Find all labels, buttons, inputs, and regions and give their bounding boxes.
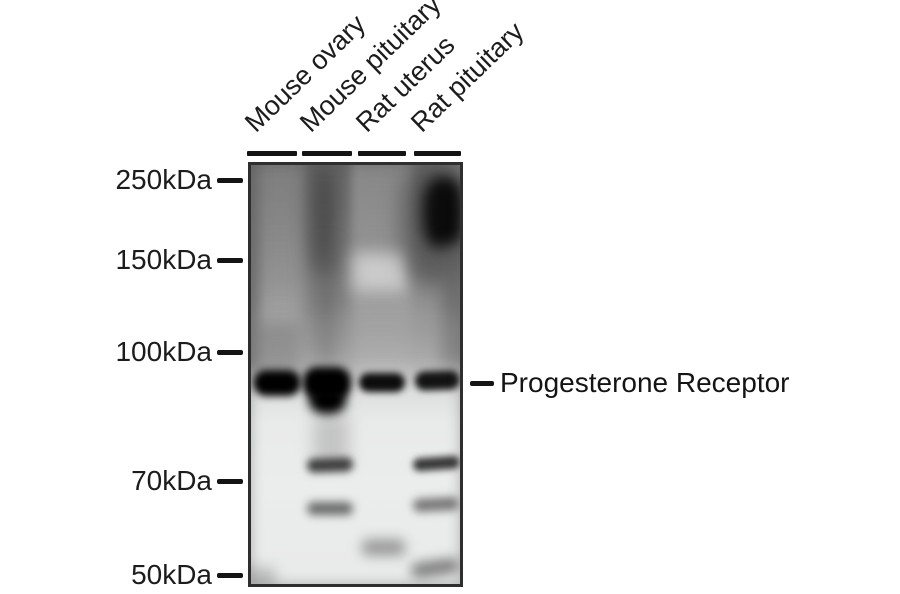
band-lane3-main — [359, 373, 405, 392]
mw-tick-100kda — [217, 350, 243, 355]
smear-lane1 — [251, 165, 303, 382]
smear-lane1-above-band — [251, 323, 301, 375]
band-lane4-sub2 — [412, 496, 460, 513]
smear-lane2-core-lower — [315, 245, 337, 365]
band-lane4-main — [414, 370, 460, 391]
smear-lane4-blob-halo — [401, 165, 460, 285]
lane-tick-2 — [302, 151, 352, 156]
smear-lane4-right — [441, 245, 460, 365]
smear-lane4 — [409, 165, 460, 392]
lane-tick-4 — [414, 151, 461, 156]
band-lane1-main — [253, 370, 301, 396]
mw-label-150kda: 150kDa — [115, 244, 212, 275]
smear-lane1-edge — [251, 165, 259, 369]
smear-lane3-light-gap — [353, 253, 411, 291]
band-lane4-bottom-smudge — [410, 557, 460, 579]
mw-label-70kda: 70kDa — [131, 465, 212, 496]
band-lane4-sub1 — [412, 455, 460, 472]
smear-lane3 — [355, 165, 409, 387]
mw-label-100kda: 100kDa — [115, 336, 212, 367]
mw-tick-250kda — [217, 178, 243, 183]
smear-lane2-below-band — [313, 415, 349, 465]
smear-above-bands — [251, 315, 460, 373]
band-lane3-low-faint — [361, 539, 406, 556]
blot-membrane — [248, 162, 463, 587]
band-lane2-sub1 — [306, 457, 354, 473]
band-lane2-main-lower-bulge — [309, 387, 346, 414]
mw-tick-50kda — [217, 573, 243, 578]
annotation-tick — [470, 381, 494, 386]
mw-label-50kda: 50kDa — [131, 559, 212, 590]
band-lane2-sub2 — [307, 502, 353, 515]
lane-tick-1 — [247, 151, 297, 156]
mw-tick-150kda — [217, 258, 243, 263]
smear-lane4-dark-blob — [423, 177, 460, 249]
mw-label-250kda: 250kDa — [115, 164, 212, 195]
lane-tick-3 — [358, 151, 406, 156]
mw-tick-70kda — [217, 479, 243, 484]
annotation-label: Progesterone Receptor — [500, 367, 790, 398]
smear-lane1-bottom-corner — [251, 568, 275, 584]
smear-lane2-core — [311, 165, 337, 275]
smear-lane2 — [301, 165, 355, 407]
band-lane2-main — [303, 367, 351, 399]
